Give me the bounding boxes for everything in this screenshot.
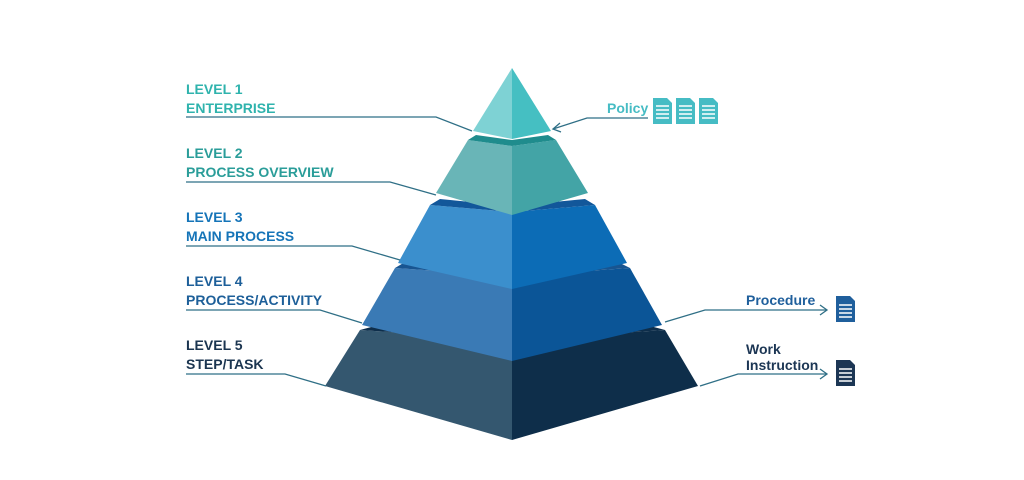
level-5-number: LEVEL 5 (186, 337, 243, 353)
policy-document-icons (653, 98, 718, 124)
tier-1-right-face (512, 68, 551, 139)
level-5-name: STEP/TASK (186, 356, 264, 372)
connector-policy (552, 117, 648, 130)
level-3-number: LEVEL 3 (186, 209, 243, 225)
level-4-number: LEVEL 4 (186, 273, 243, 289)
level-1-label: LEVEL 1 ENTERPRISE (186, 80, 275, 118)
tier-3-right-face (512, 205, 627, 289)
level-4-name: PROCESS/ACTIVITY (186, 292, 323, 308)
connector-procedure (664, 309, 826, 323)
level-2-label: LEVEL 2 PROCESS OVERVIEW (186, 144, 334, 182)
level-3-label: LEVEL 3 MAIN PROCESS (186, 208, 294, 246)
tier-2-right-face (512, 140, 588, 215)
connector-level-4 (186, 309, 363, 324)
document-icon (653, 98, 672, 124)
level-1-number: LEVEL 1 (186, 81, 243, 97)
work-instruction-label: Work Instruction (746, 341, 818, 373)
document-icon (676, 98, 695, 124)
tier-1-left-face (473, 68, 512, 139)
work-instruction-arrowhead (819, 368, 829, 380)
document-icon (699, 98, 718, 124)
level-5-label: LEVEL 5 STEP/TASK (186, 336, 264, 374)
level-4-label: LEVEL 4 PROCESS/ACTIVITY (186, 272, 322, 310)
work-instruction-document-icon (836, 360, 855, 386)
tier-5-right-face (512, 330, 698, 440)
policy-label: Policy (607, 100, 649, 116)
procedure-label: Procedure (746, 292, 816, 308)
connector-level-5 (186, 373, 327, 387)
tier-4-left-face (362, 268, 512, 361)
tier-4-right-face (512, 268, 662, 361)
level-3-name: MAIN PROCESS (186, 228, 295, 244)
connector-level-3 (186, 245, 401, 261)
tier-5-left-face (325, 330, 512, 440)
tier-2-left-face (436, 140, 512, 215)
connector-level-2 (186, 181, 437, 196)
tier-3-left-face (398, 205, 512, 289)
level-2-number: LEVEL 2 (186, 145, 243, 161)
work-instruction-label-line-2: Instruction (746, 357, 819, 373)
connector-work-instruction (699, 373, 826, 387)
procedure-arrowhead (819, 304, 829, 316)
level-1-name: ENTERPRISE (186, 100, 276, 116)
level-2-name: PROCESS OVERVIEW (186, 164, 334, 180)
tier-1-band (468, 135, 556, 146)
connector-level-1 (186, 116, 473, 132)
policy-arrowhead (551, 122, 562, 133)
work-instruction-label-line-1: Work (746, 341, 781, 357)
procedure-document-icon (836, 296, 855, 322)
